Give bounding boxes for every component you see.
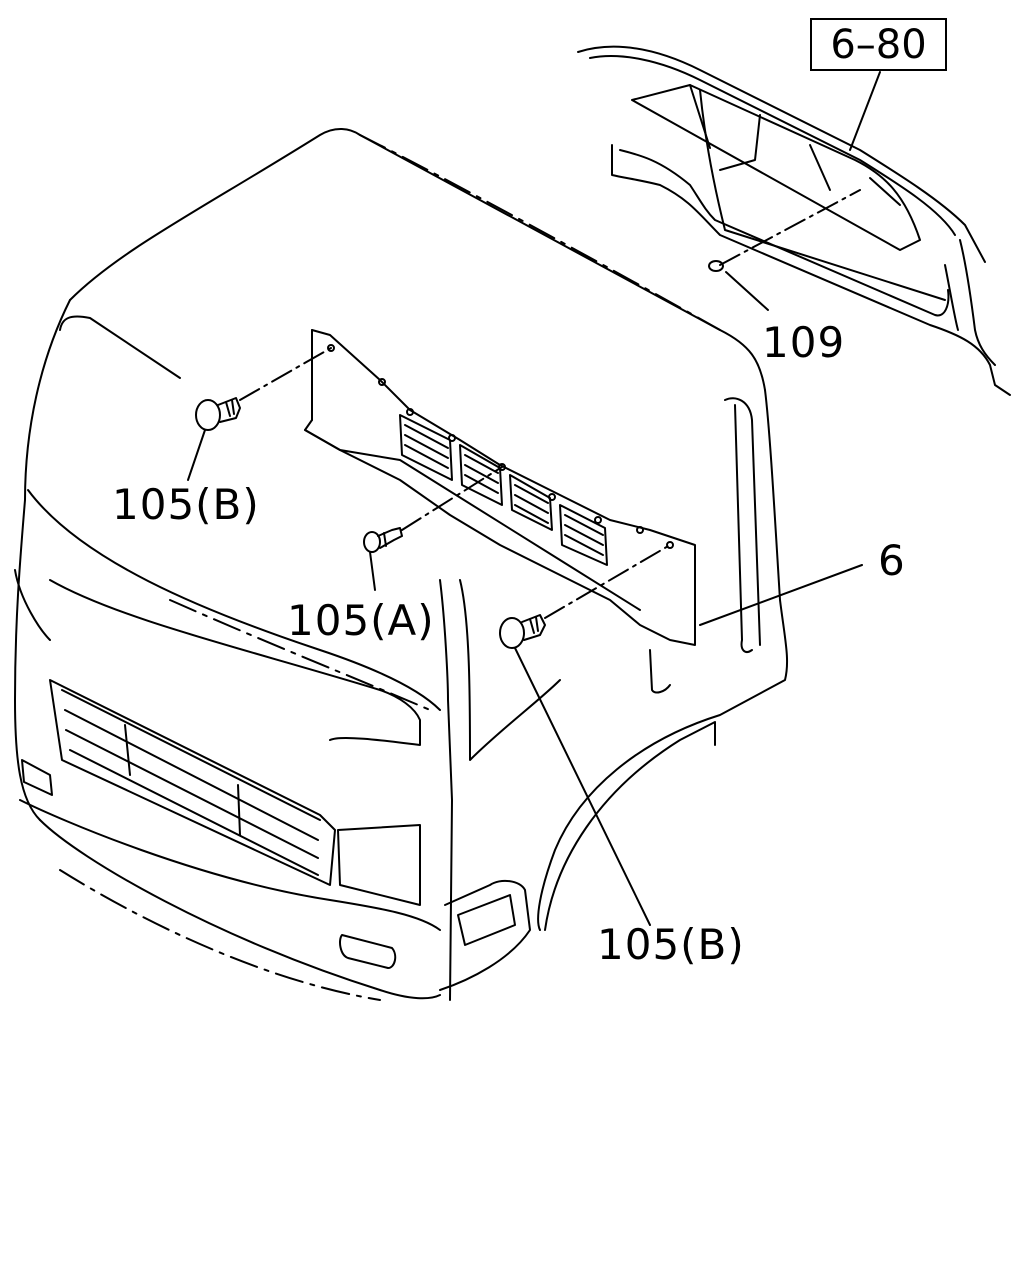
grille-right-vertical: [237, 784, 241, 836]
bumper-bottom: [39, 819, 441, 1000]
cab-front-left-edge: [14, 299, 71, 821]
cab-windshield-lower: [14, 569, 51, 641]
cab-side-panel: [537, 389, 789, 931]
callout-6: 6: [878, 536, 906, 585]
grille-slat-3: [65, 729, 319, 859]
trim-panel-holes: [327, 344, 674, 549]
leader-105b-bottom: [514, 647, 651, 926]
reference-label: 6–80: [830, 21, 927, 68]
roof-panel-plug-109: [708, 260, 724, 272]
cab-front-panel: [49, 579, 421, 746]
callout-105a: 105(A): [287, 596, 435, 645]
part-6-trim-panel: [304, 329, 696, 646]
callout-109: 109: [762, 318, 846, 367]
cab-door-line: [439, 579, 453, 1001]
roof-panel-outer-top: [577, 45, 986, 263]
grille-slat-4: [69, 749, 319, 876]
cab-wheel-arch: [544, 721, 716, 931]
leader-109: [725, 271, 769, 311]
callout-105b-bottom: 105(B): [597, 920, 745, 969]
leader-105b-top: [187, 429, 206, 481]
roof-panel-side-post: [959, 239, 996, 366]
roof-panel-rib-2: [719, 114, 761, 171]
callout-105b-top: 105(B): [112, 480, 260, 529]
clip-105b-top: [195, 397, 241, 431]
roof-panel-rib-4: [869, 177, 901, 206]
roof-panel-frame-inner: [619, 149, 950, 317]
headlamp-left: [21, 759, 53, 796]
cab-door-inner: [459, 579, 561, 761]
grille-slat-1: [61, 689, 321, 821]
roof-panel-inner-top: [589, 55, 956, 236]
leader-6: [699, 564, 863, 626]
grille-slat-2: [64, 709, 319, 841]
roof-panel-rib-3: [809, 144, 831, 191]
cab-step-area: [439, 879, 531, 991]
grille-outer: [49, 679, 336, 886]
reference-box-6-80: 6–80: [810, 18, 947, 71]
trim-panel-outline: [304, 329, 696, 646]
roof-panel-inset: [577, 45, 1011, 396]
cab-roof-outline: [69, 128, 766, 391]
headlamp-right: [337, 824, 421, 906]
roof-panel-side-post-inner: [944, 264, 959, 331]
leader-105a: [369, 551, 376, 591]
grille-center-vertical: [124, 724, 131, 776]
cab-side-rear-inner: [734, 404, 753, 653]
cab-body: [14, 128, 789, 1001]
cab-roof-inner: [59, 315, 181, 379]
trim-panel-vents: [399, 414, 608, 566]
cab-front-top-curve: [27, 489, 441, 711]
cab-step-light: [457, 894, 516, 946]
cab-side-small-window: [649, 649, 671, 694]
leader-6-80: [849, 71, 881, 151]
cab-centerlines: [59, 134, 721, 1001]
roof-panel-frame-outer: [699, 89, 946, 301]
fog-lamp: [339, 934, 397, 969]
clip-guides: [239, 347, 671, 619]
cab-side-rear-edge: [724, 397, 761, 646]
leader-lines: [187, 71, 881, 926]
bumper-top: [19, 799, 441, 931]
roof-panel-frame-left: [611, 144, 1011, 396]
roof-panel-window: [631, 84, 921, 251]
clip-105a: [363, 527, 403, 553]
trim-panel-lower-lip: [304, 429, 641, 611]
roof-panel-dash: [719, 189, 861, 266]
clip-105b-bottom: [499, 614, 546, 649]
cab-front-grille: [19, 679, 441, 1000]
